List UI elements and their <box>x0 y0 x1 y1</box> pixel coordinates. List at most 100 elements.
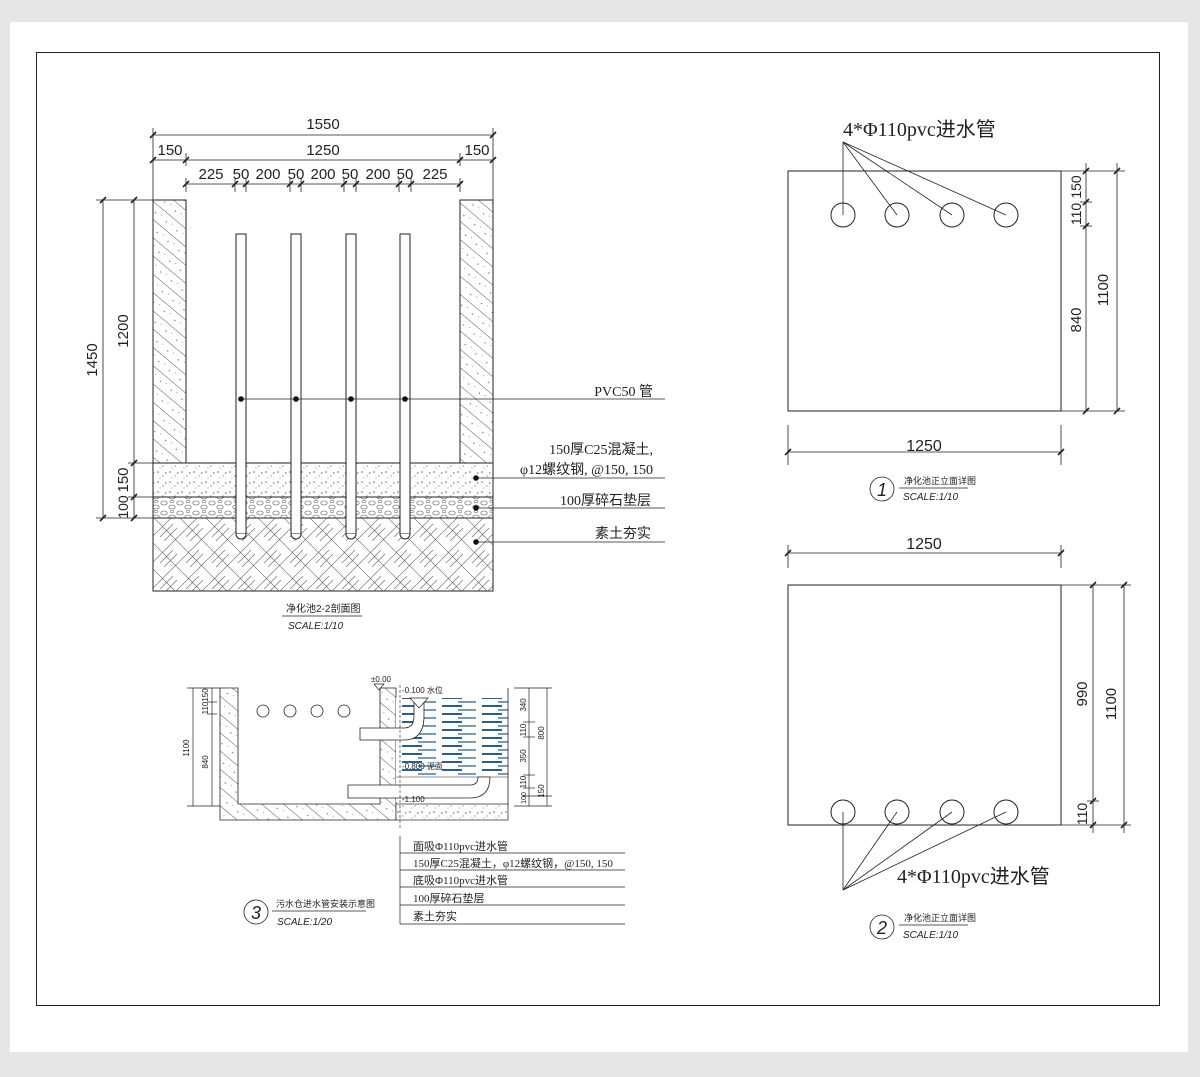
detail-3-scale: SCALE:1/20 <box>277 917 332 928</box>
section-left-ticks <box>99 196 138 522</box>
level-mud: -0.800 泥面 <box>402 762 443 771</box>
d3-dim-350: 350 <box>519 749 528 763</box>
detail-1-dim-110: 110 <box>1068 203 1084 226</box>
dim-1200: 1200 <box>115 314 132 347</box>
section-left-dimensions <box>96 199 153 519</box>
detail-2-dim-990: 990 <box>1074 681 1091 706</box>
dim-50-d: 50 <box>397 166 414 183</box>
detail-3-marker <box>243 899 269 925</box>
detail-3-dim-150: 150 <box>201 688 210 702</box>
detail-3-number: 3 <box>251 903 261 923</box>
detail-3-holes <box>256 704 351 718</box>
detail-3-note-lines <box>399 836 625 925</box>
d3-dim-110b: 110 <box>519 775 528 788</box>
detail-1: 4*Φ110pvc进水管 150 110 840 1100 1250 1 净化池… <box>784 118 1125 503</box>
d3-note-3: 底吸Φ110pvc进水管 <box>413 873 508 887</box>
dim-150-base: 150 <box>115 467 132 492</box>
detail-3-right-dims <box>514 687 552 807</box>
dim-150-left: 150 <box>157 142 182 159</box>
detail-1-inlet-label: 4*Φ110pvc进水管 <box>843 118 996 141</box>
dim-1550: 1550 <box>306 116 339 133</box>
left-wall <box>152 199 187 464</box>
level-water: -0.100 水位 <box>402 685 443 695</box>
d3-note-5: 素土夯实 <box>413 909 457 923</box>
detail-1-dim-1100: 1100 <box>1095 274 1112 306</box>
d3-note-1: 面吸Φ110pvc进水管 <box>413 839 508 853</box>
detail-1-dim-1250: 1250 <box>906 438 942 455</box>
label-slab-2: φ12螺纹钢, @150, 150 <box>520 462 653 478</box>
detail-2-title: 净化池正立面详图 <box>904 912 976 923</box>
dim-100-base: 100 <box>115 495 131 519</box>
gravel-layer <box>152 496 494 519</box>
d3-note-2: 150厚C25混凝土，φ12螺纹钢，@150, 150 <box>413 856 613 870</box>
detail-2-dim-1100: 1100 <box>1103 688 1120 720</box>
dim-1450: 1450 <box>84 343 101 376</box>
dim-225-a: 225 <box>198 166 223 183</box>
concrete-slab <box>152 462 494 498</box>
pvc-pipe-1 <box>235 233 247 535</box>
detail-1-leaders <box>842 141 1007 216</box>
detail-3-left-dims <box>187 687 220 807</box>
detail-2-dim-110: 110 <box>1074 803 1090 826</box>
detail-2-dim-1250: 1250 <box>906 536 942 553</box>
section-top-dimensions <box>152 128 494 200</box>
label-gravel: 100厚碎石垫层 <box>560 493 651 509</box>
dim-50-c: 50 <box>342 166 359 183</box>
detail-2-number: 2 <box>876 918 887 938</box>
detail-2-outline <box>787 584 1062 826</box>
detail-2-inlet-label: 4*Φ110pvc进水管 <box>897 865 1050 888</box>
d3-dim-110: 110 <box>519 723 528 736</box>
compacted-soil <box>152 517 494 592</box>
dim-200-c: 200 <box>365 166 390 183</box>
d3-dim-150: 150 <box>537 784 546 798</box>
d3-dim-800: 800 <box>537 726 546 740</box>
detail-2-scale: SCALE:1/10 <box>903 930 958 941</box>
dim-200-a: 200 <box>255 166 280 183</box>
detail-2-top-dim <box>787 545 1062 568</box>
detail-1-number: 1 <box>877 480 887 500</box>
detail-3: 150 110 840 1100 ±0.00 -0.100 水位 -0.800 … <box>182 675 625 928</box>
label-pvc50: PVC50 管 <box>594 384 653 400</box>
detail-2-marker <box>869 914 895 940</box>
section-title: 净化池2-2剖面图 <box>286 602 360 615</box>
drawing-border <box>36 52 1160 1006</box>
dim-1250: 1250 <box>306 142 339 159</box>
d3-dim-340: 340 <box>519 698 528 712</box>
detail-3-dim-840: 840 <box>201 755 210 769</box>
right-wall <box>459 199 494 464</box>
detail-1-dim-150: 150 <box>1068 175 1084 199</box>
section-2-2: 1550 150 1250 150 225 50 200 50 200 50 2… <box>84 116 665 632</box>
detail-1-dim-840: 840 <box>1068 307 1085 332</box>
detail-1-scale: SCALE:1/10 <box>903 492 958 503</box>
dim-50-b: 50 <box>288 166 305 183</box>
d3-note-4: 100厚碎石垫层 <box>413 891 485 905</box>
dim-150-right: 150 <box>464 142 489 159</box>
dim-200-b: 200 <box>310 166 335 183</box>
section-scale: SCALE:1/10 <box>288 621 343 632</box>
section-ticks <box>149 131 497 188</box>
bottom-intake-pipe <box>347 776 491 799</box>
level-bottom: -1.100 <box>402 795 425 804</box>
d3-dim-100: 100 <box>521 792 528 804</box>
detail-3-dim-110: 110 <box>201 701 210 714</box>
dim-225-b: 225 <box>422 166 447 183</box>
detail-2: 1250 4*Φ110pvc进水管 990 110 1100 2 净化池正立面 <box>784 536 1131 941</box>
leader-dots <box>238 396 479 545</box>
dim-50-a: 50 <box>233 166 250 183</box>
detail-2-right-dims <box>1061 584 1131 833</box>
pvc-pipe-2 <box>290 233 302 535</box>
detail-1-title: 净化池正立面详图 <box>904 475 976 486</box>
pvc-pipe-4 <box>399 233 411 535</box>
section-leaders <box>241 398 665 543</box>
detail-3-title: 污水仓进水管安装示意图 <box>276 898 375 909</box>
level-0: ±0.00 <box>371 675 392 684</box>
detail-2-leaders <box>842 811 1007 891</box>
detail-1-outline <box>787 170 1062 412</box>
label-soil: 素土夯实 <box>595 526 651 542</box>
pvc50-pipes <box>235 233 411 540</box>
label-slab-1: 150厚C25混凝土, <box>549 442 653 458</box>
tank-left-walls <box>219 687 397 821</box>
detail-1-marker <box>869 476 895 502</box>
pvc-pipe-3 <box>345 233 357 535</box>
